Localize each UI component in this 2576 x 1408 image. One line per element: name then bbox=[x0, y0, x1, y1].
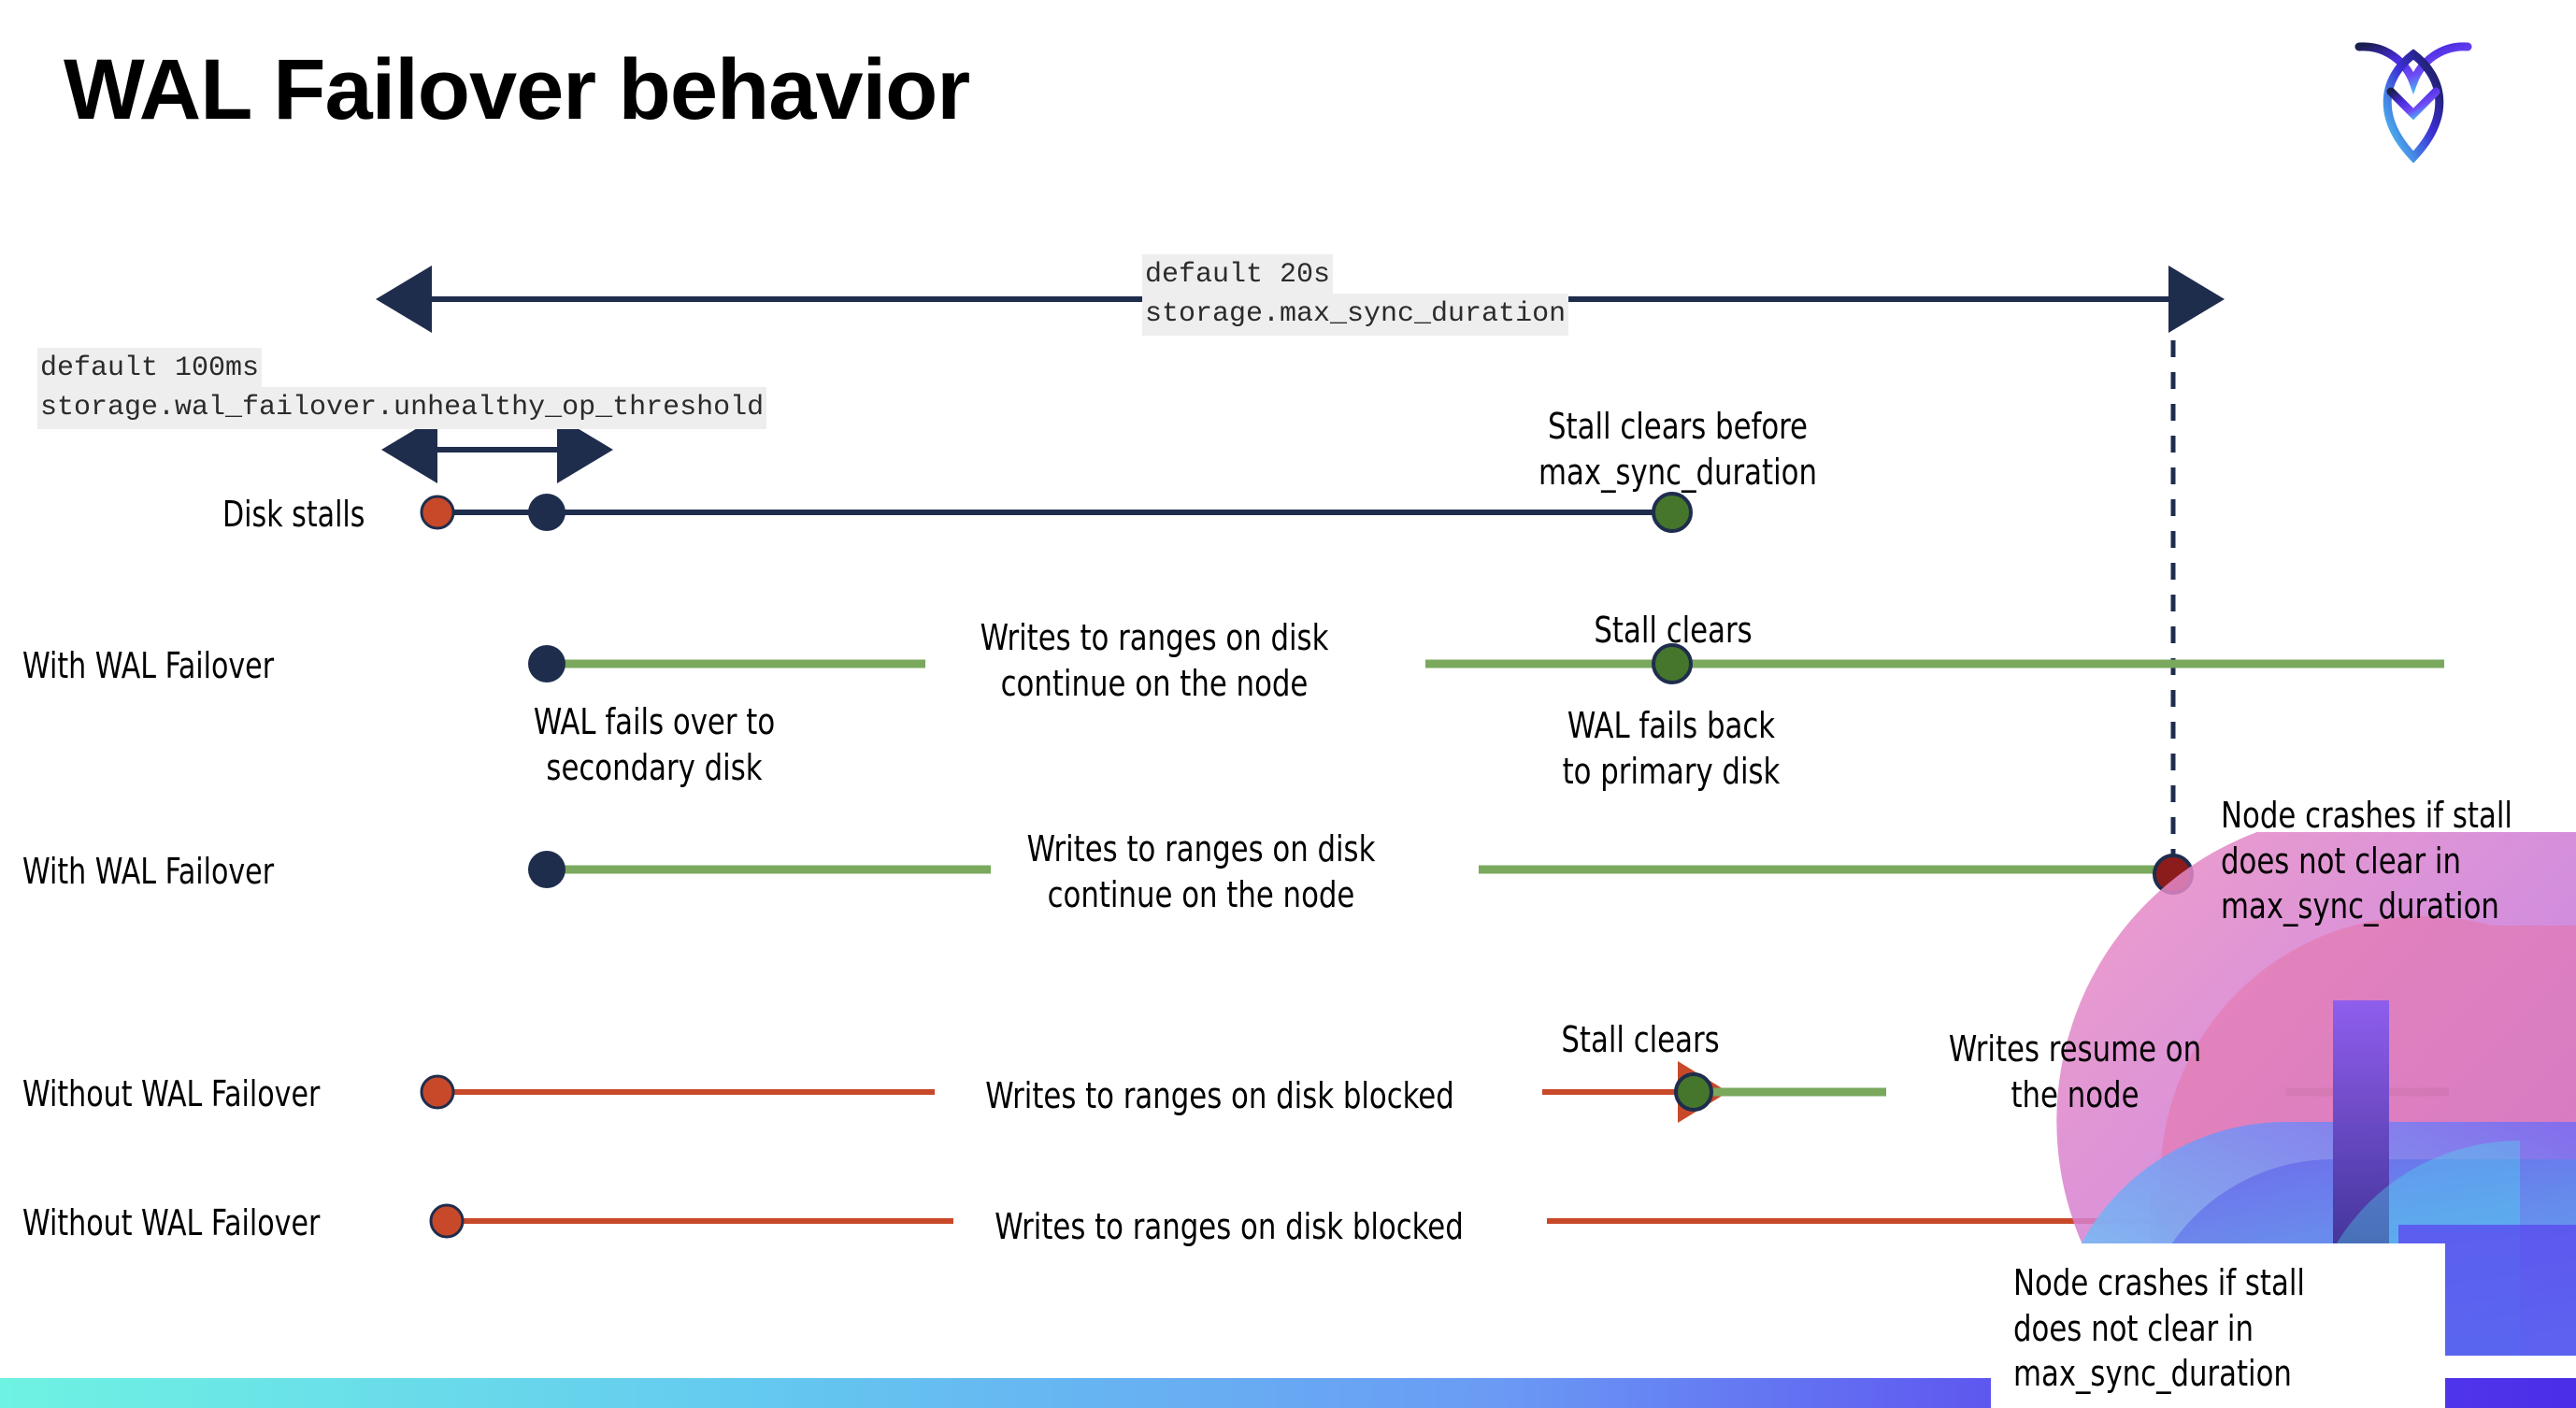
callout-node-crashes-text: Node crashes if stall does not clear in … bbox=[2013, 1262, 2305, 1395]
annotation-stall-clears-row2: Stall clears bbox=[1594, 610, 1753, 651]
row-label-disk-stalls: Disk stalls bbox=[222, 494, 365, 535]
max-sync-duration-name-chip: storage.max_sync_duration bbox=[1142, 294, 1569, 336]
annotation-node-crashes-row3: Node crashes if stall does not clear in … bbox=[2221, 795, 2512, 927]
max-sync-duration-default-chip: default 20s bbox=[1142, 254, 1334, 296]
row-label-with-wal-failover-1: With WAL Failover bbox=[22, 645, 275, 686]
annotation-writes-resume: Writes resume on the node bbox=[1948, 1028, 2202, 1115]
page-title: WAL Failover behavior bbox=[64, 42, 970, 137]
annotation-stall-clears-row4: Stall clears bbox=[1561, 1019, 1720, 1060]
unhealthy-op-threshold-name-chip: storage.wal_failover.unhealthy_op_thresh… bbox=[37, 387, 767, 429]
annotation-wal-fails-over: WAL fails over to secondary disk bbox=[533, 701, 776, 788]
row-label-with-wal-failover-2: With WAL Failover bbox=[22, 851, 275, 892]
row-label-without-wal-failover-2: Without WAL Failover bbox=[22, 1202, 321, 1243]
annotation-writes-continue-row3: Writes to ranges on disk continue on the… bbox=[1026, 828, 1376, 915]
annotation-writes-blocked-row4: Writes to ranges on disk blocked bbox=[985, 1075, 1454, 1116]
annotation-writes-blocked-row5: Writes to ranges on disk blocked bbox=[995, 1206, 1464, 1247]
unhealthy-op-threshold-default-chip: default 100ms bbox=[37, 348, 263, 390]
callout-node-crashes-row5: Node crashes if stall does not clear in … bbox=[1991, 1243, 2445, 1408]
annotation-stall-clears-before-max-sync: Stall clears before max_sync_duration bbox=[1538, 406, 1817, 493]
cockroach-labs-logo-icon bbox=[2348, 21, 2479, 170]
annotation-wal-fails-back: WAL fails back to primary disk bbox=[1562, 705, 1781, 792]
annotation-writes-continue-row2: Writes to ranges on disk continue on the… bbox=[980, 617, 1329, 704]
row-label-without-wal-failover-1: Without WAL Failover bbox=[22, 1073, 321, 1114]
